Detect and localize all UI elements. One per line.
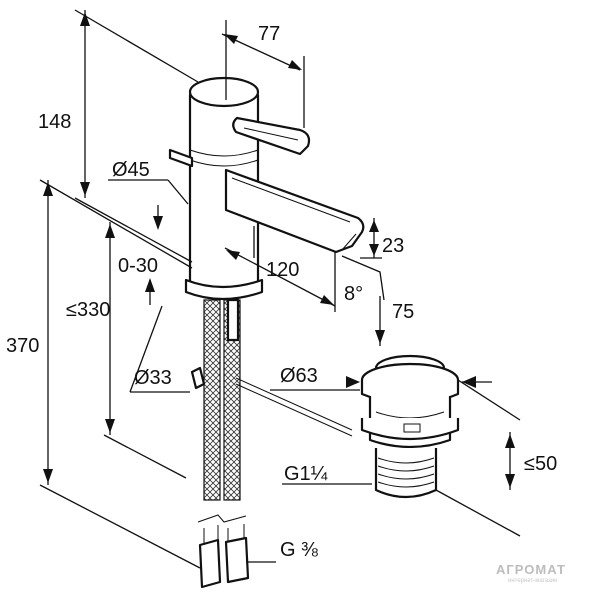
watermark: АГРОМАТ интернет-магазин [496, 562, 566, 584]
dim-0-30: 0-30 [118, 255, 158, 277]
dim-75: 75 [392, 301, 414, 323]
dim-148: 148 [38, 111, 71, 133]
faucet-body [184, 76, 264, 301]
dim-370: 370 [6, 335, 39, 357]
dim-50: ≤50 [524, 453, 557, 475]
dim-8-degrees: 8° [344, 283, 363, 305]
dim-77: 77 [258, 23, 280, 45]
watermark-tagline: интернет-магазин [508, 578, 557, 584]
spout [224, 168, 365, 254]
thread-g3-8: G ⅜ [280, 539, 318, 561]
dim-120: 120 [266, 259, 299, 281]
side-pin [168, 148, 194, 168]
watermark-brand: АГРОМАТ [496, 562, 566, 577]
flexible-hoses [203, 298, 241, 501]
dim-23: 23 [382, 235, 404, 257]
dim-330: ≤330 [66, 299, 110, 321]
popup-rod [235, 377, 353, 437]
dim-diameter-63: Ø63 [280, 365, 318, 387]
lever-handle [232, 116, 311, 156]
rod-knob [190, 366, 206, 390]
pop-up-waste [360, 354, 460, 499]
dim-diameter-45: Ø45 [112, 159, 150, 181]
hose-fittings [197, 514, 250, 589]
thread-g1-1-4: G1¼ [284, 463, 328, 485]
dimension-labels: 77 148 Ø45 23 120 0-30 8° 75 ≤330 370 Ø3… [6, 23, 557, 561]
dim-diameter-33: Ø33 [134, 367, 172, 389]
dimension-lines [39, 9, 521, 569]
